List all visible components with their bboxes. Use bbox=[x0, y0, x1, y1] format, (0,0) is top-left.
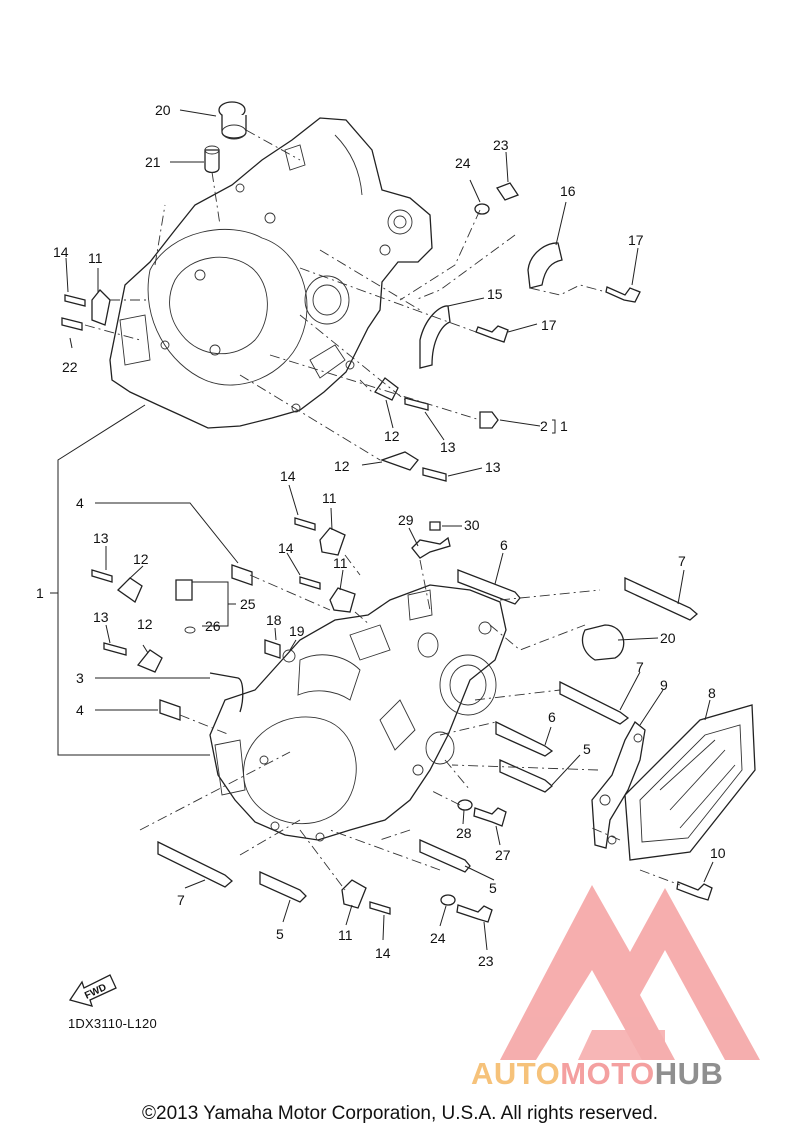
callout: 4 bbox=[76, 702, 84, 718]
callout: 5 bbox=[276, 926, 284, 942]
callout: 23 bbox=[478, 953, 494, 969]
fastener-parts bbox=[61, 101, 713, 923]
callout: 19 bbox=[289, 623, 305, 639]
callout: 5 bbox=[583, 741, 591, 757]
callout: 18 bbox=[266, 612, 282, 628]
callout: 1 bbox=[560, 418, 568, 434]
watermark-word-auto: AUTO bbox=[471, 1056, 561, 1091]
callout: 13 bbox=[440, 439, 456, 455]
callout: 1 bbox=[36, 585, 44, 601]
callout: 6 bbox=[500, 537, 508, 553]
callout: 10 bbox=[710, 845, 726, 861]
callout: 11 bbox=[88, 250, 103, 266]
callout: 14 bbox=[278, 540, 294, 556]
callout: 27 bbox=[495, 847, 511, 863]
callout: 14 bbox=[375, 945, 391, 961]
callout: 7 bbox=[636, 659, 644, 675]
callout: 30 bbox=[464, 517, 480, 533]
fwd-label: FWD bbox=[83, 982, 108, 1002]
drawing-code: 1DX3110-L120 bbox=[68, 1016, 157, 1031]
right-crankcase-half bbox=[209, 584, 507, 842]
callout: 25 bbox=[240, 596, 256, 612]
callout: 29 bbox=[398, 512, 414, 528]
callout-numbers: 20 21 14 11 22 24 23 16 17 15 17 2 1 12 … bbox=[36, 102, 726, 969]
callout: 9 bbox=[660, 677, 668, 693]
callout: 21 bbox=[145, 154, 161, 170]
callout: 12 bbox=[334, 458, 350, 474]
watermark-wordmark: AUTOMOTOHUB bbox=[471, 1056, 723, 1092]
callout: 14 bbox=[280, 468, 296, 484]
callout: 13 bbox=[93, 609, 109, 625]
callout: 20 bbox=[660, 630, 676, 646]
watermark-word-moto: MOTO bbox=[560, 1056, 655, 1091]
callout: 6 bbox=[548, 709, 556, 725]
callout: 13 bbox=[93, 530, 109, 546]
leader-lines bbox=[50, 109, 714, 951]
callout: 3 bbox=[76, 670, 84, 686]
callout: 22 bbox=[62, 359, 78, 375]
callout: 2 bbox=[540, 418, 548, 434]
callout: 12 bbox=[137, 616, 153, 632]
automotohub-logo-mark bbox=[500, 885, 760, 1060]
callout: 26 bbox=[205, 618, 221, 634]
watermark-word-hub: HUB bbox=[654, 1056, 724, 1091]
callout: 15 bbox=[487, 286, 503, 302]
callout: 11 bbox=[322, 490, 337, 506]
callout: 12 bbox=[384, 428, 400, 444]
callout: 7 bbox=[678, 553, 686, 569]
callout: 4 bbox=[76, 495, 84, 511]
callout: 20 bbox=[155, 102, 171, 118]
callout: 28 bbox=[456, 825, 472, 841]
callout: 7 bbox=[177, 892, 185, 908]
callout: 11 bbox=[333, 555, 348, 571]
sprocket-cover-assembly bbox=[591, 704, 756, 861]
callout: 24 bbox=[455, 155, 471, 171]
callout: 11 bbox=[338, 927, 353, 943]
callout: 16 bbox=[560, 183, 576, 199]
callout: 24 bbox=[430, 930, 446, 946]
callout: 5 bbox=[489, 880, 497, 896]
copyright-notice: ©2013 Yamaha Motor Corporation, U.S.A. A… bbox=[142, 1103, 658, 1124]
callout: 12 bbox=[133, 551, 149, 567]
callout: 13 bbox=[485, 459, 501, 475]
callout: 23 bbox=[493, 137, 509, 153]
fwd-arrow: FWD bbox=[68, 974, 117, 1007]
left-crankcase-half bbox=[109, 117, 433, 429]
callout: 17 bbox=[541, 317, 557, 333]
callout: 17 bbox=[628, 232, 644, 248]
callout: 8 bbox=[708, 685, 716, 701]
callout: 14 bbox=[53, 244, 69, 260]
assembly-lines bbox=[84, 129, 681, 891]
